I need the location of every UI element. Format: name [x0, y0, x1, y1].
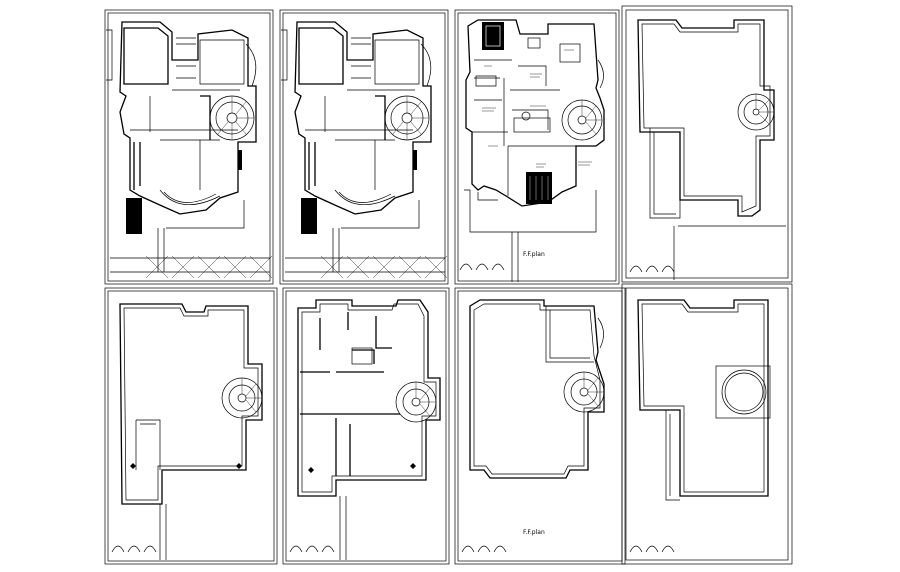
- ff-plan-label-top: F.F.plan: [523, 251, 545, 258]
- panel-1-ground-floor-plan: [104, 9, 274, 285]
- panel-8-terrace-round-core: [621, 283, 793, 565]
- panel-4-terrace-plan: [621, 5, 793, 283]
- ff-plan-label-bottom: F.F.plan: [523, 529, 545, 536]
- panel-6-walls-layout: [282, 287, 450, 565]
- panel-2-ground-floor-plan-copy: [279, 9, 449, 285]
- panel-5-floor-outline: [104, 287, 278, 565]
- panel-3-first-floor-plan: F.F.plan: [454, 9, 620, 285]
- panel-7-first-floor-outline: F.F.plan: [454, 287, 626, 565]
